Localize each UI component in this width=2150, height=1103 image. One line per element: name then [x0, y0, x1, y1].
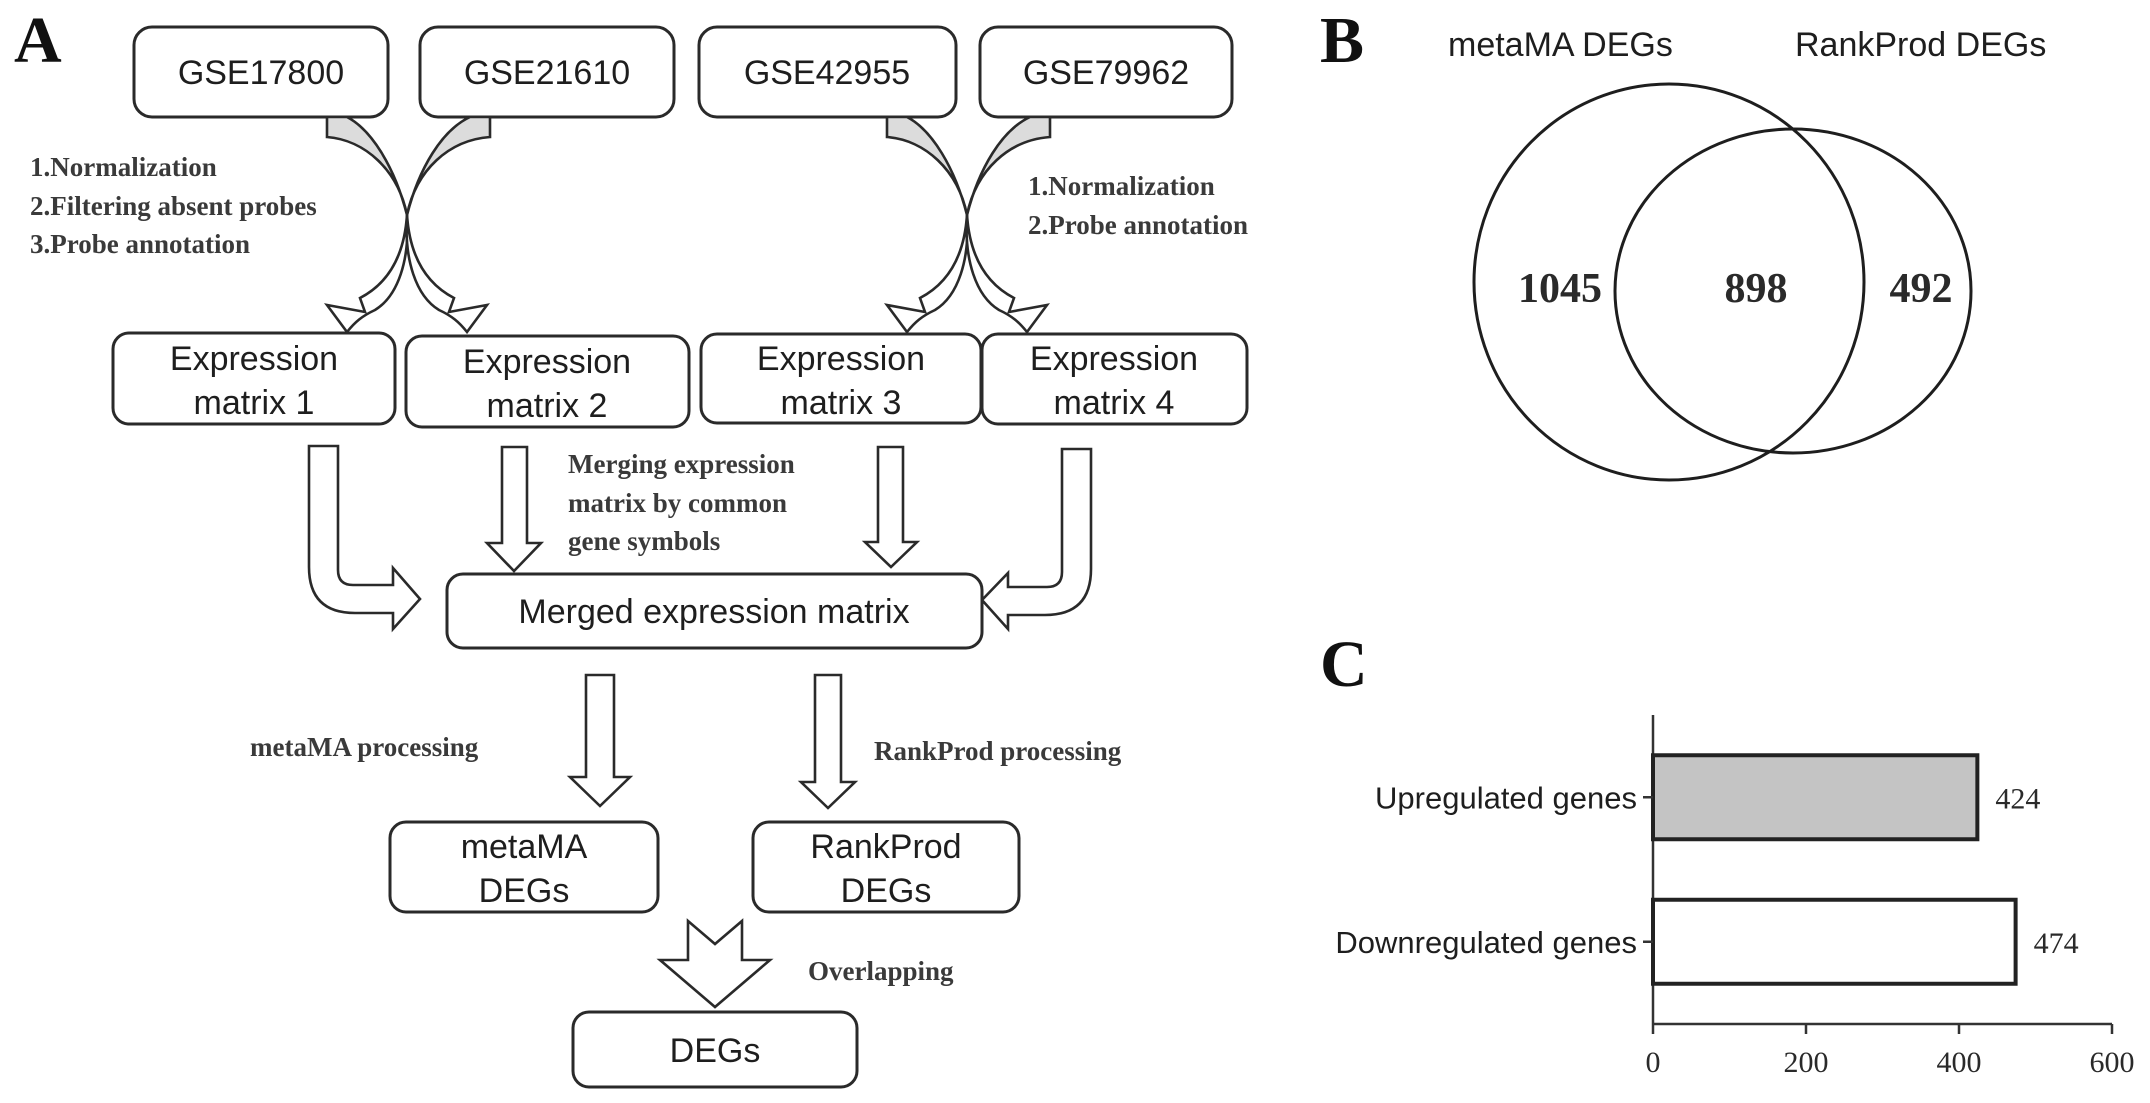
venn-only-b-count: 492 — [1890, 266, 1953, 312]
left-processing-steps: 1.Normalization 2.Filtering absent probe… — [30, 152, 317, 259]
matrix-label-line2: matrix 2 — [487, 387, 608, 425]
step-text: 2.Filtering absent probes — [30, 191, 317, 221]
bent-arrow-left-icon — [980, 447, 1093, 633]
venn-circle-metama — [1472, 82, 1866, 482]
curved-arrow-tail-icon — [885, 115, 969, 216]
step-text: 1.Normalization — [30, 152, 217, 182]
arrow-down-icon — [861, 445, 921, 569]
panel-label-c: C — [1320, 628, 1368, 701]
bent-arrow-right-icon — [307, 444, 422, 633]
matrix-box-4: Expression matrix 4 — [980, 332, 1249, 426]
rankprod-processing-label: RankProd processing — [874, 736, 1122, 766]
dataset-label: GSE21610 — [464, 54, 630, 92]
matrix-label-line1: Expression — [170, 340, 338, 378]
venn-intersection-count: 898 — [1725, 266, 1788, 312]
right-processing-steps: 1.Normalization 2.Probe annotation — [1028, 171, 1248, 240]
dataset-label: GSE79962 — [1023, 54, 1189, 92]
matrix-label-line2: matrix 1 — [194, 384, 315, 422]
matrix-label-line1: Expression — [757, 340, 925, 378]
rankprod-box-line1: RankProd — [810, 828, 961, 866]
x-tick-label: 200 — [1784, 1046, 1829, 1079]
merged-matrix-box: Merged expression matrix — [445, 572, 984, 650]
matrix-label-line2: matrix 3 — [781, 384, 902, 422]
merge-note-line: gene symbols — [568, 526, 720, 556]
metama-box-line1: metaMA — [461, 828, 588, 866]
matrix-box-2: Expression matrix 2 — [404, 334, 691, 429]
merge-note: Merging expression matrix by common gene… — [568, 449, 795, 556]
panel-label-b: B — [1320, 4, 1364, 77]
overlap-arrow-down-icon — [656, 918, 774, 1009]
crossing-arrows-right — [883, 115, 1052, 335]
bar-upregulated-genes — [1651, 753, 1980, 842]
venn-only-a-count: 1045 — [1518, 266, 1602, 312]
category-label: Downregulated genes — [1335, 925, 1637, 960]
dataset-label: GSE17800 — [178, 54, 344, 92]
dataset-box-2: GSE21610 — [418, 25, 676, 119]
merge-note-line: matrix by common — [568, 488, 787, 518]
venn-set-a-label: metaMA DEGs — [1448, 26, 1673, 64]
arrow-down-icon — [797, 673, 859, 810]
rankprod-degs-box: RankProd DEGs — [751, 820, 1021, 914]
metama-processing-label: metaMA processing — [250, 732, 479, 762]
arrow-down-icon — [566, 673, 634, 808]
matrix-box-3: Expression matrix 3 — [699, 332, 983, 425]
panel-label-a: A — [14, 4, 62, 77]
final-degs-label: DEGs — [670, 1032, 761, 1070]
step-text: 1.Normalization — [1028, 171, 1215, 201]
step-text: 2.Probe annotation — [1028, 210, 1248, 240]
venn-set-b-label: RankProd DEGs — [1795, 26, 2046, 64]
curved-arrow-down-right-icon — [965, 214, 1051, 335]
matrix-box-1: Expression matrix 1 — [111, 331, 397, 426]
category-label: Upregulated genes — [1375, 780, 1637, 815]
merge-note-line: Merging expression — [568, 449, 795, 479]
value-label: 474 — [2034, 927, 2079, 960]
dataset-box-4: GSE79962 — [978, 25, 1234, 119]
matrix-label-line1: Expression — [1030, 340, 1198, 378]
dataset-box-1: GSE17800 — [132, 25, 390, 119]
step-text: 3.Probe annotation — [30, 229, 250, 259]
bar-downregulated-genes — [1651, 897, 2018, 986]
crossing-arrows-left — [323, 115, 492, 335]
rankprod-box-line2: DEGs — [841, 872, 932, 910]
metama-degs-box: metaMA DEGs — [388, 820, 660, 914]
metama-box-line2: DEGs — [479, 872, 570, 910]
x-tick-label: 0 — [1646, 1046, 1661, 1079]
matrix-label-line1: Expression — [463, 343, 631, 381]
final-degs-box: DEGs — [571, 1010, 859, 1089]
matrix-label-line2: matrix 4 — [1054, 384, 1175, 422]
merged-label: Merged expression matrix — [518, 593, 909, 631]
curved-arrow-tail-icon — [325, 115, 409, 216]
curved-arrow-down-left-icon — [323, 214, 409, 335]
curved-arrow-tail-icon — [405, 115, 492, 216]
value-label: 424 — [1995, 782, 2040, 815]
x-tick-label: 600 — [2090, 1046, 2135, 1079]
dataset-label: GSE42955 — [744, 54, 910, 92]
overlapping-label: Overlapping — [808, 956, 954, 986]
curved-arrow-down-left-icon — [883, 214, 969, 335]
dataset-box-3: GSE42955 — [697, 25, 958, 119]
curved-arrow-down-right-icon — [405, 214, 491, 335]
x-tick-label: 400 — [1937, 1046, 1982, 1079]
venn-circle-rankprod — [1613, 127, 1973, 455]
arrow-down-icon — [483, 445, 545, 573]
